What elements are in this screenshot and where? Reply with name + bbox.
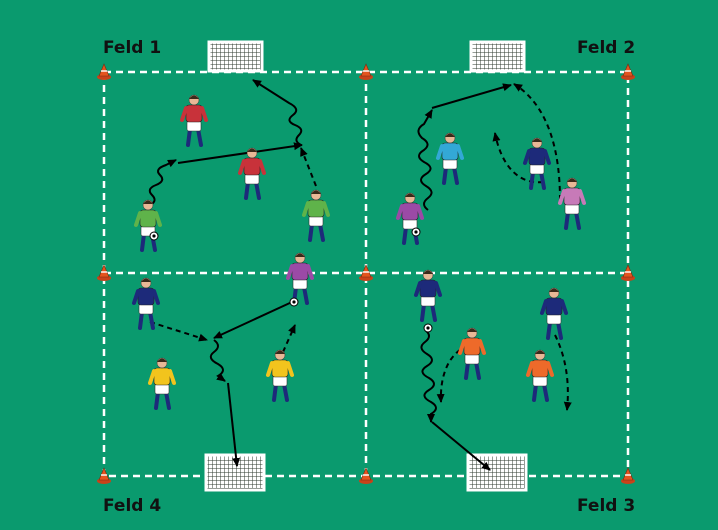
goal-icon: [471, 42, 524, 71]
ball-icon: [150, 232, 158, 240]
goal-icon: [209, 42, 262, 71]
field-label-feld-2: Feld 2: [577, 38, 635, 58]
field-label-feld-1: Feld 1: [103, 38, 161, 58]
goal-icon: [206, 455, 264, 490]
field-label-feld-4: Feld 4: [103, 496, 161, 516]
ball-icon: [412, 228, 420, 236]
ball-icon: [290, 298, 298, 306]
ball-icon: [424, 324, 432, 332]
field-label-feld-3: Feld 3: [577, 496, 635, 516]
